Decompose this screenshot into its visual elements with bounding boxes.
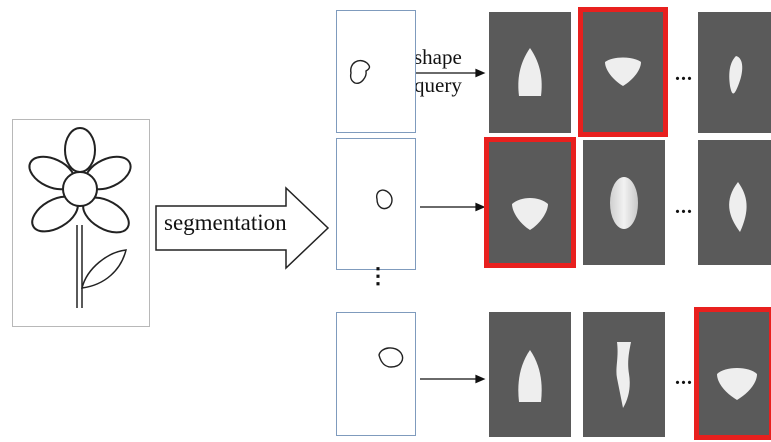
segment-box-3 bbox=[336, 312, 416, 436]
result-tile bbox=[489, 312, 571, 437]
petal-fan-shape bbox=[605, 57, 641, 86]
petal-pointed-shape bbox=[518, 48, 542, 96]
flower-sketch bbox=[12, 119, 150, 327]
result-tile bbox=[698, 140, 771, 265]
petal-fan-shape bbox=[717, 368, 757, 400]
ellipsis: ... bbox=[675, 63, 693, 85]
result-tile bbox=[489, 12, 571, 133]
shape-label: shape bbox=[414, 45, 462, 69]
ellipsis: ... bbox=[675, 196, 693, 218]
more-rows-dots: ⋮ bbox=[367, 263, 389, 288]
result-tile bbox=[698, 12, 771, 133]
petal-outline-3 bbox=[378, 347, 404, 368]
connector-arrows bbox=[416, 68, 486, 384]
segmentation-arrow bbox=[155, 186, 330, 270]
petal-outline-1 bbox=[349, 59, 371, 84]
query-label: query bbox=[414, 73, 462, 97]
petal-fan-shape bbox=[512, 198, 548, 230]
petal-narrow-shape bbox=[729, 56, 743, 94]
petal-oval-shape bbox=[610, 177, 638, 229]
result-tile-selected bbox=[484, 137, 576, 268]
petal-twisted-shape bbox=[616, 342, 631, 408]
petal-pointed-shape bbox=[729, 182, 747, 232]
result-tile-selected bbox=[578, 7, 668, 137]
result-tile bbox=[583, 312, 665, 437]
segment-box-1 bbox=[336, 10, 416, 133]
result-tile bbox=[583, 140, 665, 265]
segment-box-2 bbox=[336, 138, 416, 270]
segmentation-label: segmentation bbox=[164, 210, 287, 235]
petal-pointed-shape bbox=[518, 350, 542, 402]
petal-outline-2 bbox=[375, 189, 393, 210]
ellipsis: ... bbox=[675, 367, 693, 389]
result-tile-selected bbox=[694, 307, 771, 440]
flower-drawing bbox=[28, 127, 132, 308]
